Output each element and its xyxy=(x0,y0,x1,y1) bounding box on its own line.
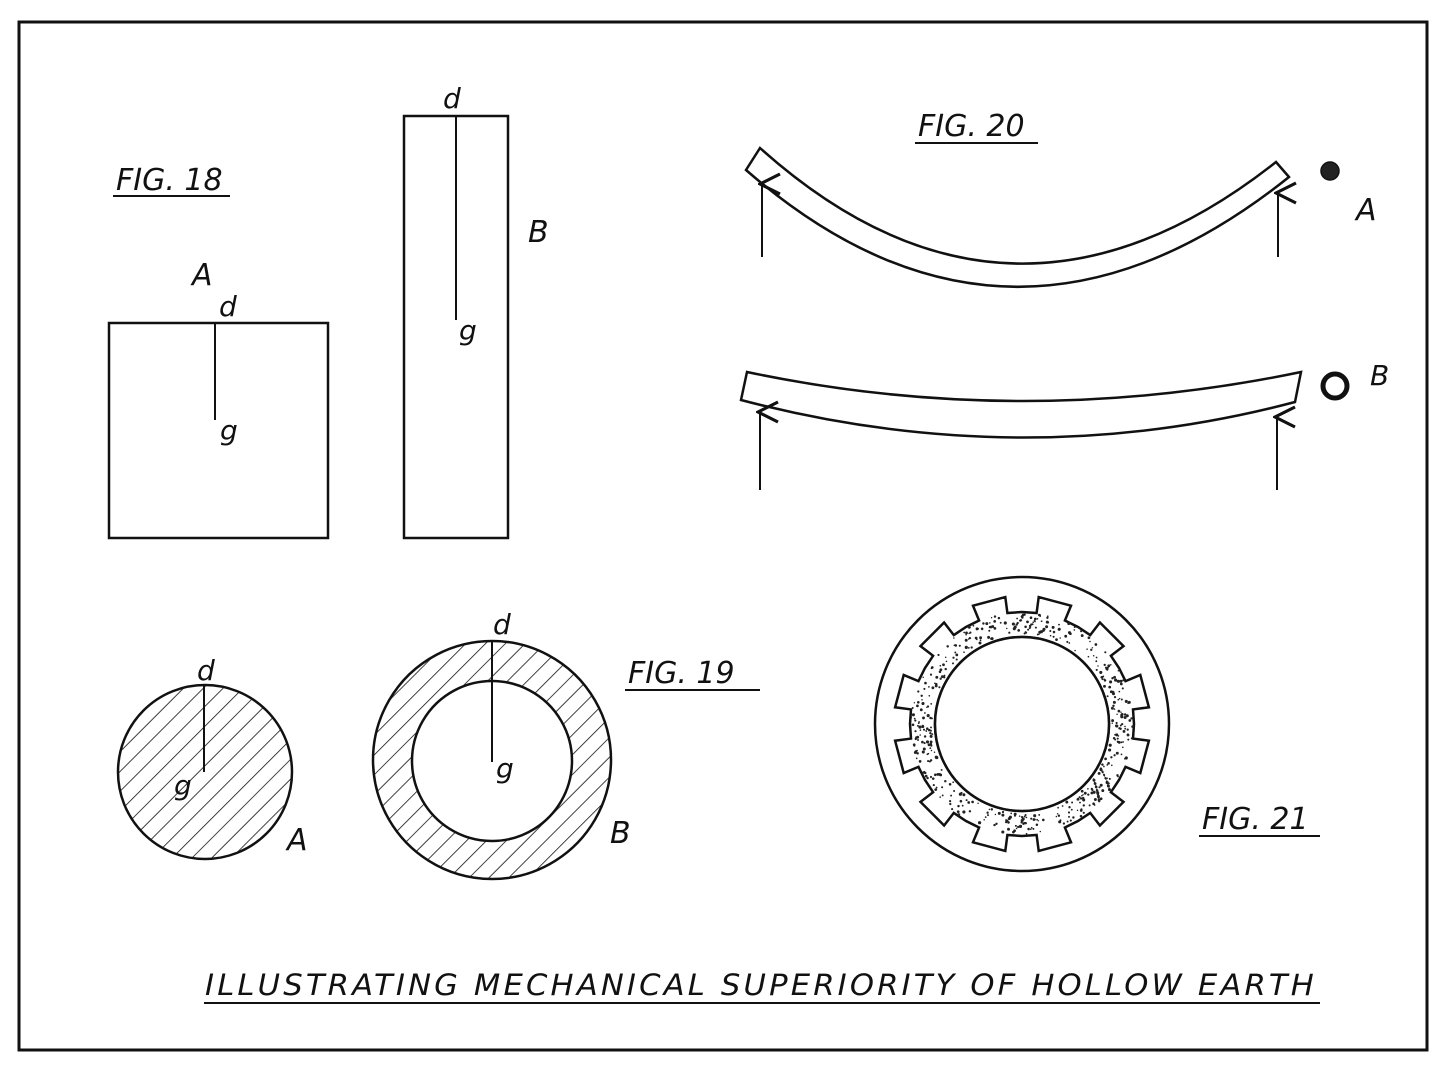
fig18-block-b-g: g xyxy=(459,314,477,347)
fig18-title: FIG. 18 xyxy=(116,163,223,198)
fig19-title: FIG. 19 xyxy=(628,656,735,691)
fig20-hollow-beam xyxy=(739,370,1303,439)
fig19-hollow-ring xyxy=(371,639,613,881)
plate-border xyxy=(17,20,1429,1052)
fig19-solid-d: d xyxy=(197,654,215,687)
fig19-hollow-g: g xyxy=(496,752,514,785)
fig21-outer-circle xyxy=(873,575,1171,873)
fig21-crust-stipple xyxy=(910,613,1134,835)
fig18: FIG. 18 A d g B d g xyxy=(107,82,549,540)
fig18-block-a-g: g xyxy=(220,414,238,447)
fig18-block-b-letter: B xyxy=(528,215,549,250)
fig20-solid-beam xyxy=(744,146,1291,288)
fig20: FIG. 20 A B xyxy=(739,109,1389,490)
fig18-block-a-letter: A xyxy=(190,258,213,293)
fig20-hollow-letter: B xyxy=(1370,359,1389,392)
fig19-solid-letter: A xyxy=(285,823,308,858)
fig21: FIG. 21 xyxy=(873,575,1320,873)
fig18-block-a xyxy=(107,321,330,540)
fig18-block-a-d: d xyxy=(219,290,237,323)
fig21-title: FIG. 21 xyxy=(1202,802,1309,837)
fig20-title: FIG. 20 xyxy=(918,109,1025,144)
fig19-hollow-letter: B xyxy=(610,816,631,851)
fig19-solid-g: g xyxy=(174,769,192,802)
fig19: FIG. 19 d g A d g B xyxy=(116,608,760,881)
fig19-hollow-d: d xyxy=(493,608,511,641)
fig20-hollow-section-ring xyxy=(1320,371,1350,401)
fig20-solid-section-dot xyxy=(1320,161,1340,181)
fig18-block-b-d: d xyxy=(443,82,461,115)
fig20-solid-letter: A xyxy=(1354,193,1377,228)
plate-caption: ILLUSTRATING MECHANICAL SUPERIORITY OF H… xyxy=(205,968,1317,1002)
fig21-inner-void xyxy=(933,635,1111,813)
